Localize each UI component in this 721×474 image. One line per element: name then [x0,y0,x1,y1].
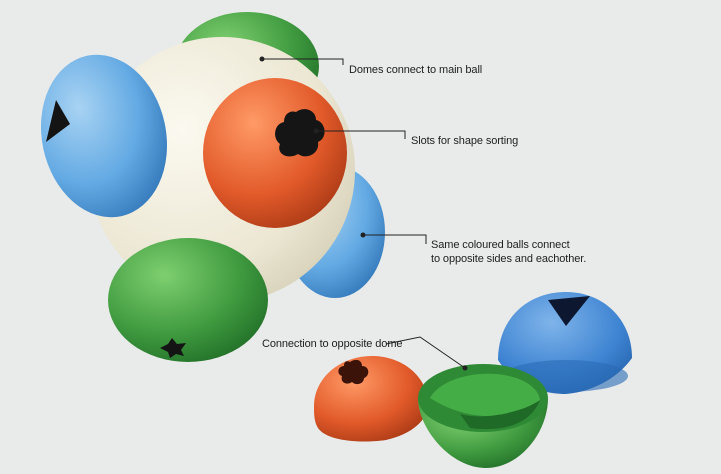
orange-dome-front [203,78,347,228]
blue-dome-left [41,54,167,218]
annotation-same-colour-line-2: to opposite sides and eachother. [431,253,587,265]
clover-slot [275,109,325,157]
leader-domes-dot [259,56,265,62]
green-hemisphere [418,364,548,468]
annotation-opposite-line-1: Connection to opposite dome [262,338,403,350]
leader-slots [316,130,406,139]
annotation-slots-line-1: Slots for shape sorting [411,135,519,147]
leader-domes [262,58,344,65]
leader-opposite [385,336,466,369]
separate-pieces [314,292,632,468]
assembled-toy [41,12,385,362]
triangle-slot [46,100,70,142]
annotation-same-colour: Same coloured balls connect to opposite … [431,238,586,266]
orange-hemisphere [314,356,428,442]
leader-slots-dot [313,128,319,134]
annotation-same-colour-line-1: Same coloured balls connect [431,239,570,251]
clover-slot [338,359,369,385]
green-dome-bottom [108,238,268,362]
leader-same-colour-dot [360,232,366,238]
annotation-domes-line-1: Domes connect to main ball [349,64,483,76]
annotation-domes: Domes connect to main ball [349,63,482,77]
star-slot [160,338,186,358]
leader-opposite-dot [462,365,468,371]
triangle-slot [548,296,590,326]
leader-same-colour [363,234,427,244]
annotation-slots: Slots for shape sorting [411,134,518,148]
blue-hemisphere [498,292,632,394]
leader-lines [259,56,468,371]
annotation-opposite: Connection to opposite dome [262,337,403,351]
